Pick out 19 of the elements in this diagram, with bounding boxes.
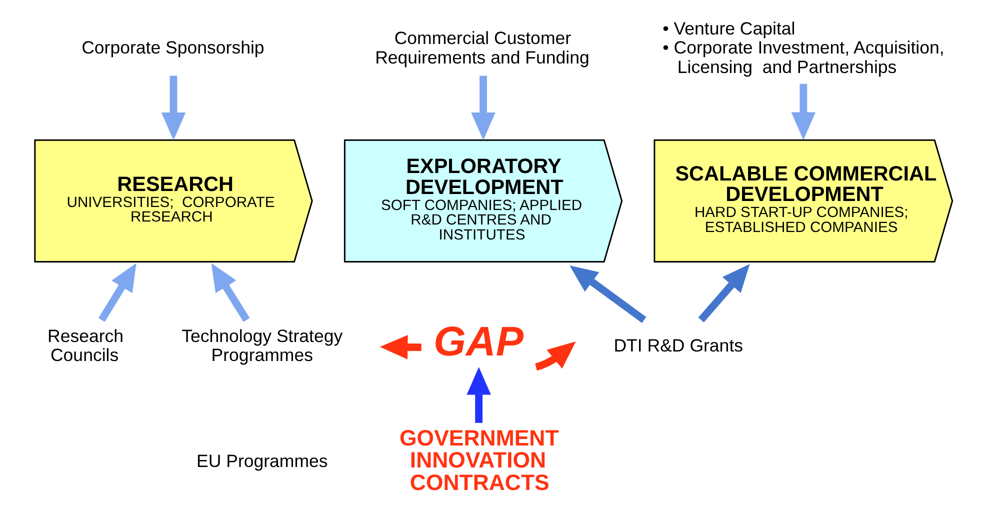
arrow (211, 263, 250, 322)
node-text: GOVERNMENT INNOVATION CONTRACTS (400, 425, 559, 495)
arrow (161, 76, 186, 140)
arrow (380, 335, 422, 360)
node-text: Technology Strategy Programmes (182, 326, 343, 366)
arrow (471, 76, 496, 140)
arrow (98, 263, 136, 322)
arrow (570, 266, 646, 323)
arrow (535, 342, 576, 371)
arrow (466, 367, 491, 423)
node-text: GAP (434, 318, 524, 365)
node-text: Corporate Sponsorship (82, 38, 264, 58)
node-text: Research Councils (48, 326, 124, 366)
node-text: DTI R&D Grants (614, 336, 744, 356)
arrow (791, 84, 816, 140)
node-text: Commercial Customer Requirements and Funding (375, 28, 590, 68)
node-text: • Venture Capital • Corporate Investment, Acquisition, Licensing and Partnerships (662, 18, 944, 77)
arrow (698, 264, 750, 322)
label: EU Programmes (196, 451, 328, 472)
